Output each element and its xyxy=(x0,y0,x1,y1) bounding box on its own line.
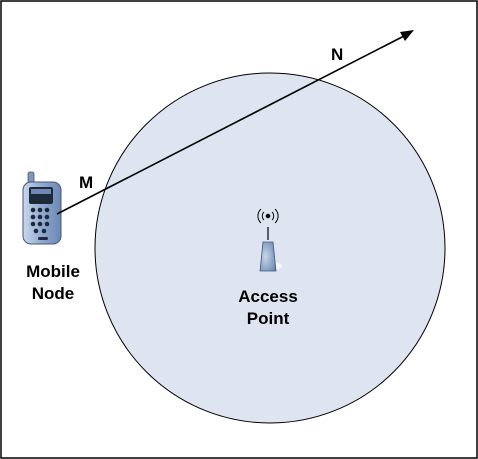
access-point-icon xyxy=(259,227,282,272)
wireless-signal-icon xyxy=(257,208,279,224)
mobile-phone-icon xyxy=(22,171,62,245)
mobile-node-label-line-1: Mobile xyxy=(26,262,80,281)
access-point-label-line-1: Access xyxy=(238,287,298,306)
movement-path xyxy=(56,35,405,215)
arrow-head-icon xyxy=(400,30,414,41)
label-point-m: M xyxy=(79,173,93,192)
mobile-node-label-line-2: Node xyxy=(32,284,75,303)
label-point-n: N xyxy=(331,45,343,64)
access-point-label-line-2: Point xyxy=(247,309,290,328)
